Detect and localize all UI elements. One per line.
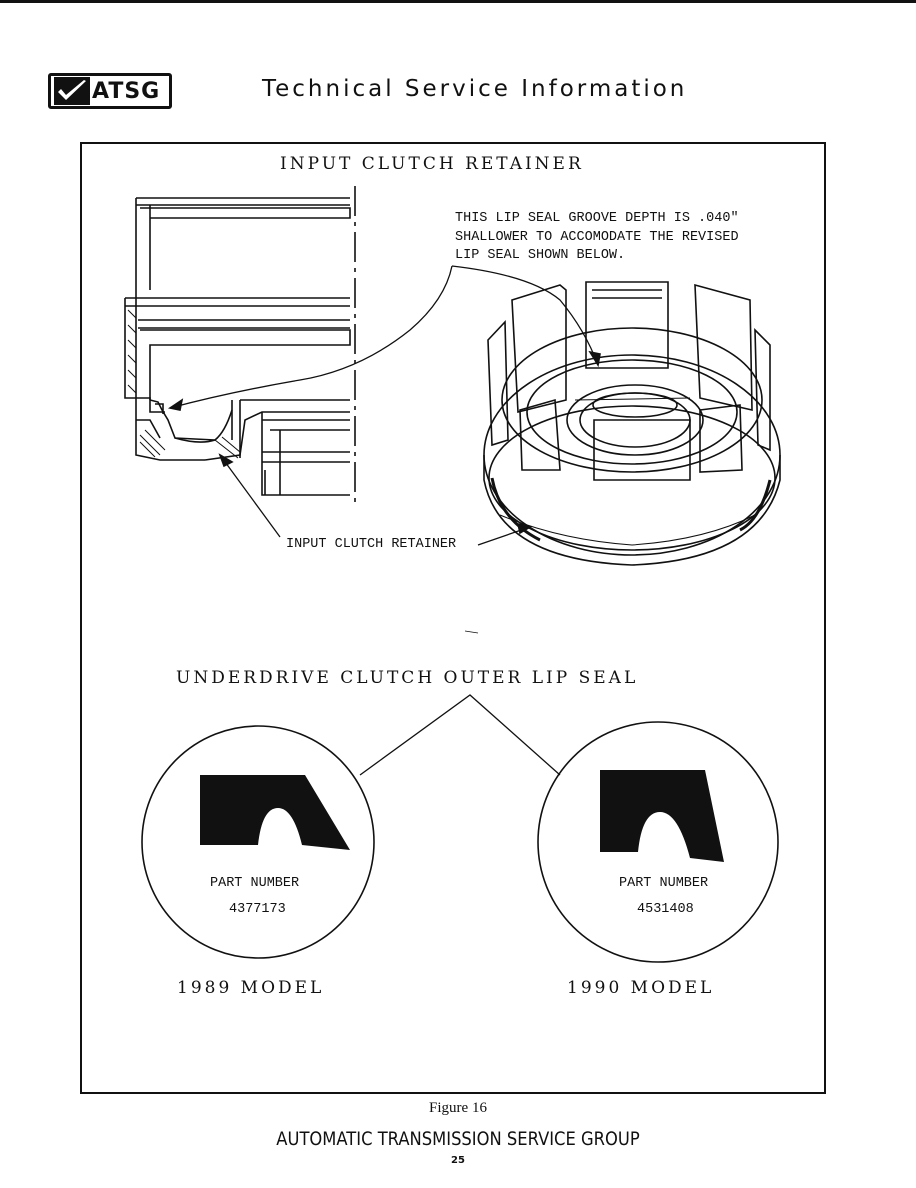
part-number-label-1990: PART NUMBER: [619, 876, 709, 891]
seal-profile-1990: [600, 770, 724, 862]
seal-circle-1990: [537, 721, 779, 963]
footer-organization: AUTOMATIC TRANSMISSION SERVICE GROUP: [276, 1128, 640, 1150]
callout-line-1: THIS LIP SEAL GROOVE DEPTH IS .040": [455, 211, 739, 226]
logo-text: ATSG: [92, 78, 161, 104]
retainer-cross-section: [124, 186, 356, 505]
model-1990: 1990 MODEL: [567, 978, 715, 998]
retainer-label: INPUT CLUTCH RETAINER: [286, 537, 457, 552]
callout-line-3: LIP SEAL SHOWN BELOW.: [455, 248, 626, 263]
part-number-label-1989: PART NUMBER: [210, 876, 300, 891]
retainer-isometric: [483, 281, 781, 566]
header-title: Technical Service Information: [262, 76, 688, 102]
top-rule: [0, 0, 916, 3]
model-1989: 1989 MODEL: [177, 978, 325, 998]
section-title-input-clutch: INPUT CLUTCH RETAINER: [280, 154, 584, 174]
page-number: 25: [451, 1155, 465, 1166]
figure-frame: [80, 142, 826, 1094]
part-number-1989: 4377173: [229, 902, 286, 917]
section-title-lip-seal: UNDERDRIVE CLUTCH OUTER LIP SEAL: [176, 668, 639, 688]
figure-caption: Figure 16: [429, 1100, 487, 1116]
callout-line-2: SHALLOWER TO ACCOMODATE THE REVISED: [455, 230, 739, 245]
seal-profile-1989: [200, 775, 350, 850]
checkmark-icon: [54, 77, 90, 105]
atsg-logo: ATSG: [48, 73, 172, 109]
seal-circle-1989: [141, 725, 375, 959]
part-number-1990: 4531408: [637, 902, 694, 917]
